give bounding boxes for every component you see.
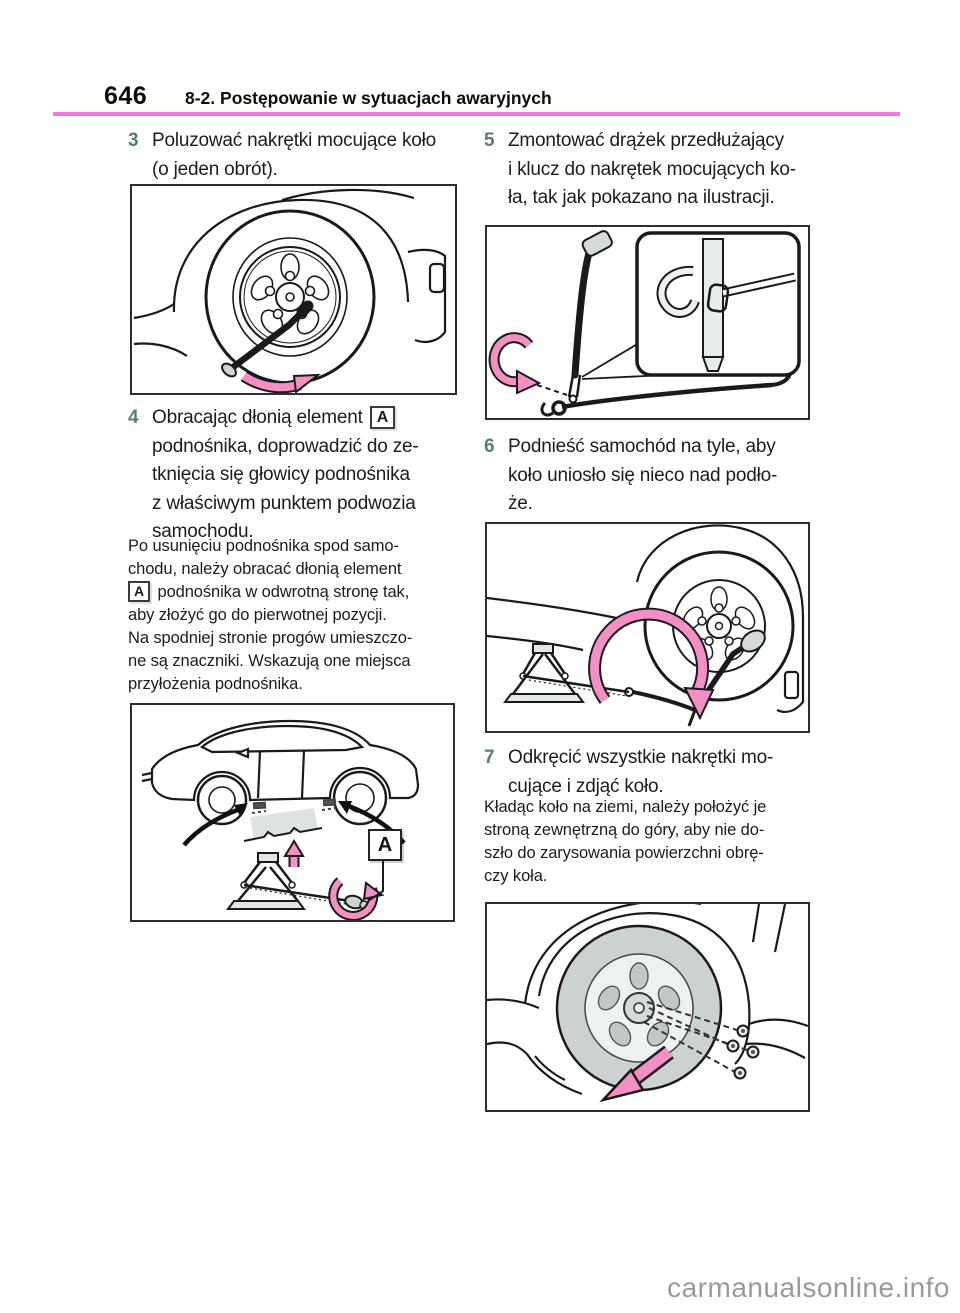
lug-wrench xyxy=(567,230,613,404)
figure-assemble-wrench xyxy=(485,225,810,420)
header-rule xyxy=(53,112,900,116)
step-4-line1: Obracając dłonią element xyxy=(152,407,363,428)
step-5-text: Zmontować drążek przedłużający i klucz do… xyxy=(508,127,796,213)
step-6-number: 6 xyxy=(484,436,495,457)
section-title: 8-2. Postępowanie w sytuacjach awaryjnyc… xyxy=(185,88,552,108)
step-3-number: 3 xyxy=(128,130,139,151)
page-number: 646 xyxy=(104,82,148,110)
wheel xyxy=(643,550,795,702)
sill-panel xyxy=(243,808,323,842)
scissor-jack xyxy=(503,643,634,703)
text-line: że. xyxy=(508,493,533,514)
suv-outline xyxy=(141,719,420,802)
text-line: Na spodniej stronie progów umieszczo- xyxy=(128,629,413,647)
note-sill-marks: Na spodniej stronie progów umieszczo-ne … xyxy=(128,627,473,696)
step-6-text: Podnieść samochód na tyle, aby koło unios… xyxy=(508,433,777,519)
step-7-text: Odkręcić wszystkie nakrętki mo-cujące i … xyxy=(508,744,773,801)
text-line: Po usunięciu podnośnika spod samo- xyxy=(128,537,399,555)
car-body-lines xyxy=(133,188,447,357)
figure-remove-wheel xyxy=(485,902,810,1112)
figure-raise-car xyxy=(485,522,810,733)
wheel xyxy=(555,924,723,1092)
car-jack-illustration xyxy=(141,719,420,920)
wheel-wrench-illustration xyxy=(133,188,447,393)
text-line: ne są znaczniki. Wskazują one miejsca xyxy=(128,652,411,670)
car-body-lines xyxy=(487,904,808,1096)
lug-nuts-removal xyxy=(643,1001,760,1080)
note-wheel-placement: Kładąc koło na ziemi, należy położyć je s… xyxy=(484,796,829,888)
rotate-direction-arrow-icon xyxy=(240,370,322,393)
jack-raising-illustration xyxy=(487,524,805,727)
step-5: 5 Zmontować drążek przedłużający i klucz … xyxy=(484,127,820,213)
jack-point-markers xyxy=(251,798,337,814)
text-line: cujące i zdjąć koło. xyxy=(508,775,664,797)
jack-part-marker: A xyxy=(369,406,396,429)
lug-wrench xyxy=(221,300,314,378)
text-line: aby złożyć go do pierwotnej pozycji. xyxy=(128,606,387,624)
step-7: 7 Odkręcić wszystkie nakrętki mo-cujące … xyxy=(484,744,820,801)
jack-part-marker-label: A xyxy=(368,829,402,861)
step-5-number: 5 xyxy=(484,130,495,151)
step-4-text: Obracając dłonią element A podnośnika, d… xyxy=(152,404,419,547)
text-line: podnośnika, doprowadzić do ze- xyxy=(152,435,419,457)
detail-inset xyxy=(635,231,801,377)
text-line: czy koła. xyxy=(484,867,548,885)
up-arrow-icon xyxy=(283,839,305,867)
text-line: chodu, należy obracać dłonią element xyxy=(128,560,402,578)
step-4: 4 Obracając dłonią element A podnośnika,… xyxy=(128,404,468,547)
watermark: carmanualsonline.info xyxy=(667,1272,950,1303)
text-line: (o jeden obrót). xyxy=(152,158,278,180)
text-line: Podnieść samochód na tyle, aby xyxy=(508,436,776,457)
wheel xyxy=(204,209,376,385)
text-line-with-marker: A podnośnika w odwrotną stronę tak, xyxy=(128,581,473,604)
figure-loosen-lug-nuts xyxy=(130,184,457,395)
text-line: i klucz do nakrętek mocujących ko- xyxy=(508,158,796,180)
step-6: 6 Podnieść samochód na tyle, aby koło uni… xyxy=(484,433,820,519)
wheel-removal-illustration xyxy=(487,904,808,1103)
text-line: koło uniosło się nieco nad podło- xyxy=(508,464,778,486)
text-line: Zmontować drążek przedłużający xyxy=(508,130,784,151)
text-line: Obracając dłonią element A xyxy=(152,404,419,433)
insert-arrow-icon xyxy=(488,332,542,395)
alignment-dashed-line xyxy=(536,384,568,396)
figure-jack-points: A xyxy=(130,703,455,922)
wrench-extension-illustration xyxy=(488,230,801,417)
jack-part-marker: A xyxy=(128,581,151,602)
step-4-number: 4 xyxy=(128,407,139,428)
note-jack-fold-marker-line: podnośnika w odwrotną stronę tak, xyxy=(157,583,410,601)
step-4-lines: podnośnika, doprowadzić do ze-tknięcia s… xyxy=(152,433,419,547)
text-line: Poluzować nakrętki mocujące koło xyxy=(152,130,437,151)
crank-rotate-arrow-icon xyxy=(588,607,715,721)
text-line: tknięcia się głowicy podnośnika xyxy=(152,464,410,485)
label-leader-line xyxy=(367,861,384,902)
text-line: szło do zarysowania powierzchni obrę- xyxy=(484,844,764,862)
text-line: przyłożenia podnośnika. xyxy=(128,675,303,693)
note-jack-fold: Po usunięciu podnośnika spod samo-chodu,… xyxy=(128,535,473,627)
text-line: stroną zewnętrzną do góry, aby nie do- xyxy=(484,821,765,839)
step-3-text: Poluzować nakrętki mocujące koło (o jeden… xyxy=(152,127,436,184)
remove-direction-arrow-icon xyxy=(599,1045,674,1103)
text-line: z właściwym punktem podwozia xyxy=(152,492,416,514)
note-jack-fold-lines: Po usunięciu podnośnika spod samo-chodu,… xyxy=(128,535,473,581)
text-line: Kładąc koło na ziemi, należy położyć je xyxy=(484,798,767,816)
step-3: 3 Poluzować nakrętki mocujące koło (o jed… xyxy=(128,127,464,184)
text-line: ła, tak jak pokazano na ilustracji. xyxy=(508,187,775,208)
text-line: Odkręcić wszystkie nakrętki mo- xyxy=(508,747,774,768)
text-line: samochodu. xyxy=(152,521,254,542)
step-7-number: 7 xyxy=(484,747,495,768)
